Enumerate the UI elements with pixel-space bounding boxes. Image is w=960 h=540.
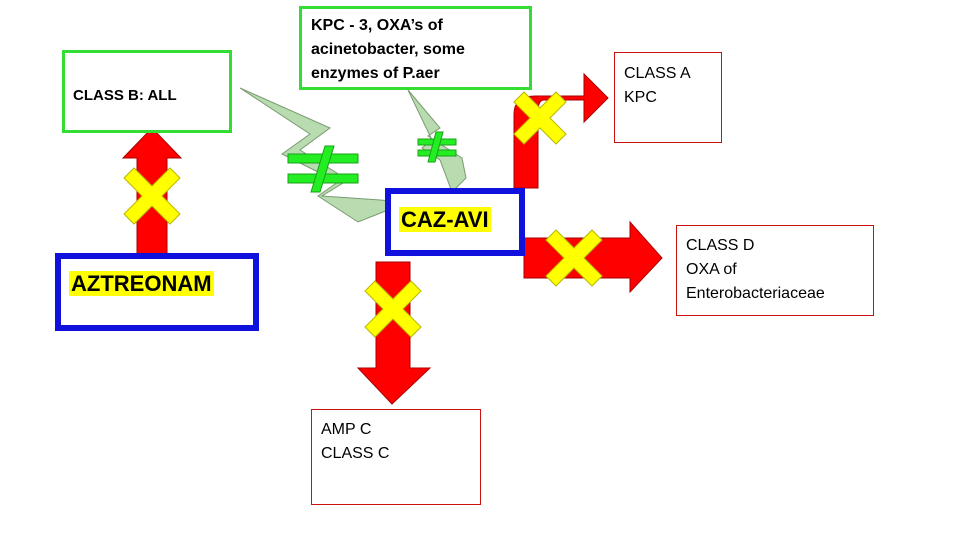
kpc3-box: KPC - 3, OXA’s of acinetobacter, some en… — [299, 6, 532, 90]
aztreonam-label: AZTREONAM — [69, 271, 214, 296]
not-equal-icon — [287, 145, 359, 193]
kpc3-line-3: enzymes of P.aer — [311, 65, 440, 82]
class-b-label: CLASS B: ALL — [73, 87, 177, 104]
kpc3-line-1: KPC - 3, OXA’s of — [311, 17, 443, 34]
block-cross-icon — [364, 280, 422, 338]
arrow-caz-avi-to-amp-c — [356, 261, 432, 405]
caz-avi-label: CAZ-AVI — [399, 207, 491, 232]
class-b-box: CLASS B: ALL — [62, 50, 232, 133]
kpc3-line-2: acinetobacter, some — [311, 41, 465, 58]
class-a-box: CLASS A KPC — [614, 52, 722, 143]
amp-c-box: AMP C CLASS C — [311, 409, 481, 505]
class-a-line-2: KPC — [624, 89, 657, 106]
amp-c-line-2: CLASS C — [321, 445, 390, 462]
class-d-line-1: CLASS D — [686, 237, 755, 254]
block-cross-icon — [123, 167, 181, 225]
block-cross-icon — [545, 229, 603, 287]
amp-c-line-1: AMP C — [321, 421, 372, 438]
class-d-line-2: OXA of — [686, 261, 737, 278]
block-cross-icon — [513, 91, 567, 145]
aztreonam-box: AZTREONAM — [55, 253, 259, 331]
class-a-line-1: CLASS A — [624, 65, 691, 82]
class-d-line-3: Enterobacteriaceae — [686, 285, 825, 302]
caz-avi-box: CAZ-AVI — [385, 188, 525, 256]
not-equal-icon — [417, 131, 457, 163]
class-d-box: CLASS D OXA of Enterobacteriaceae — [676, 225, 874, 316]
